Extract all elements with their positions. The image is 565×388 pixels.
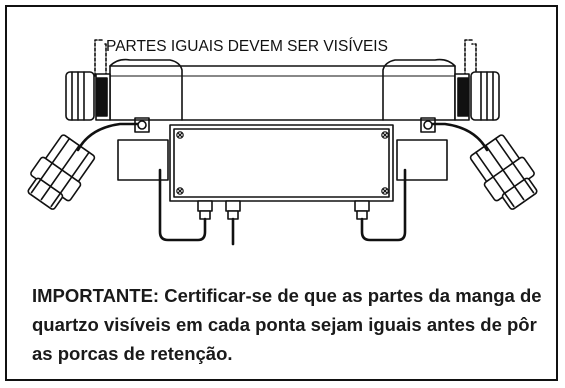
- cable-right: [423, 122, 489, 152]
- cable-loop-right: [360, 168, 407, 242]
- end-cap-left: [65, 71, 111, 121]
- cable-gland-3: [354, 200, 370, 220]
- lamp-connector-right: [469, 134, 538, 210]
- main-tube: [109, 58, 456, 121]
- end-cap-right: [454, 71, 500, 121]
- lamp-connector-left: [27, 134, 96, 210]
- cable-gland-2: [225, 200, 241, 220]
- clamp-screw-right: [420, 117, 436, 133]
- cable-left: [76, 122, 142, 152]
- control-box: [169, 124, 394, 202]
- visible-part-indicator-right: [464, 39, 477, 77]
- visible-parts-label: PARTES IGUAIS DEVEM SER VISÍVEIS: [106, 38, 388, 55]
- cable-gland-1: [197, 200, 213, 220]
- clamp-screw-left: [134, 117, 150, 133]
- cable-loop-left: [158, 168, 207, 242]
- visible-part-indicator-left: [94, 39, 107, 77]
- important-note: IMPORTANTE: Certificar-se de que as part…: [32, 285, 542, 364]
